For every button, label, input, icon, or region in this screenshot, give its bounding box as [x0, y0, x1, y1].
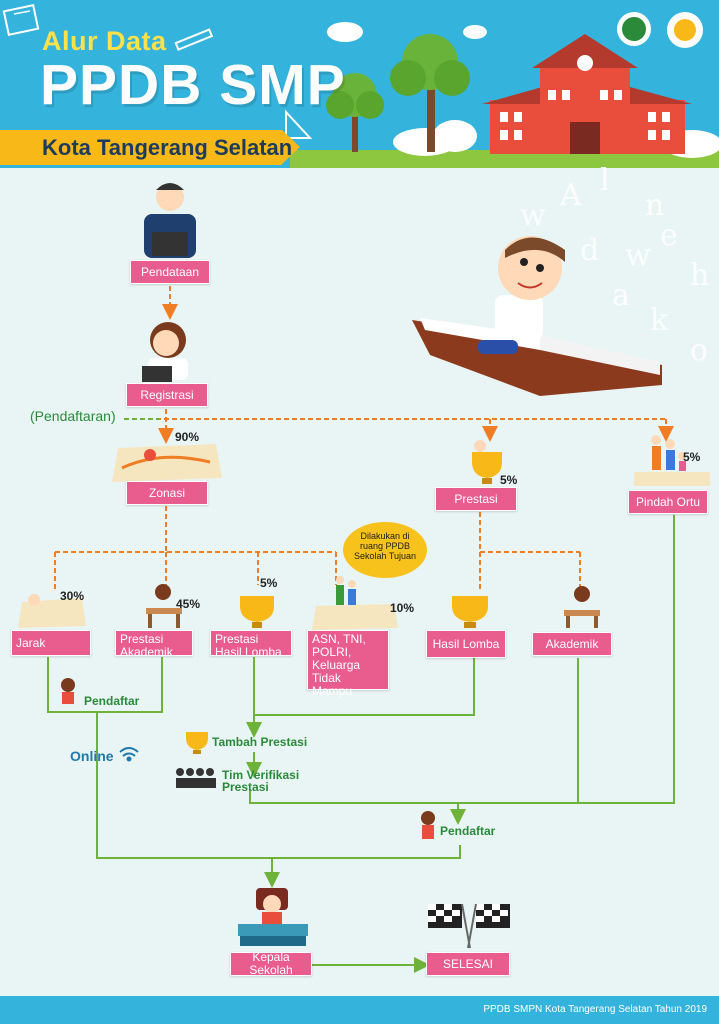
pendaftar-label-2: Pendaftar	[440, 824, 496, 838]
trophy-icon	[240, 596, 274, 628]
team-icon	[176, 768, 216, 788]
box-prestasi-hasil-lomba[interactable]: Prestasi Hasil Lomba	[210, 630, 292, 659]
map-icon	[112, 444, 222, 482]
pencil-icon	[174, 28, 214, 51]
prestasi-hasil-lomba-percent: 5%	[260, 576, 278, 590]
pindah-ortu-percent: 5%	[683, 450, 701, 464]
trophy-icon	[472, 440, 502, 484]
school-logo-icon	[667, 12, 703, 48]
box-akademik[interactable]: Akademik	[532, 632, 612, 656]
box-prestasi-akademik[interactable]: Prestasi Akademik	[115, 630, 193, 659]
trophy-icon	[452, 596, 488, 628]
box-kepala-sekolah[interactable]: Kepala Sekolah	[230, 951, 312, 977]
online-label: Online	[70, 748, 114, 764]
svg-text:w: w	[520, 198, 546, 233]
asn-percent: 10%	[390, 601, 415, 615]
prestasi-akademik-percent: 45%	[176, 597, 201, 611]
box-pendataan[interactable]: Pendataan	[130, 260, 210, 284]
checkered-flag-icon	[428, 903, 510, 949]
box-asn-tni-polri[interactable]: ASN, TNI, POLRI, Keluarga Tidak Mampu	[307, 630, 389, 698]
box-jarak[interactable]: Jarak	[11, 630, 91, 656]
title-big: PPDB SMP	[40, 53, 346, 117]
principal-desk-icon	[238, 888, 308, 946]
svg-text:k: k	[650, 303, 669, 338]
tim-verifikasi-label-2: Prestasi	[222, 780, 269, 794]
jarak-percent: 30%	[60, 589, 85, 603]
city-logo-icon	[617, 12, 651, 46]
footer-bar: PPDB SMPN Kota Tangerang Selatan Tahun 2…	[0, 996, 719, 1024]
header-banner: Alur Data PPDB SMP Kota Tangerang Selata…	[0, 0, 719, 168]
notebook-icon	[2, 3, 40, 37]
subtitle-bar	[0, 130, 300, 165]
header-illustration	[2, 3, 719, 158]
svg-text:a: a	[612, 278, 630, 313]
grass-ground	[290, 150, 719, 168]
svg-text:e: e	[660, 218, 678, 253]
trophy-icon	[186, 732, 208, 754]
box-prestasi[interactable]: Prestasi	[435, 487, 517, 511]
speech-bubble-text: Dilakukan di ruang PPDB Sekolah Tujuan	[353, 531, 417, 561]
prestasi-percent: 5%	[500, 473, 518, 487]
woman-laptop-icon	[142, 322, 188, 382]
family-map-icon	[312, 576, 398, 630]
family-icon	[634, 435, 710, 486]
box-registrasi[interactable]: Registrasi	[126, 383, 208, 407]
student-desk-icon	[146, 584, 182, 628]
boy-reading-book-illustration	[412, 236, 662, 396]
tambah-prestasi-label: Tambah Prestasi	[212, 735, 308, 749]
pendaftaran-label: (Pendaftaran)	[30, 408, 116, 424]
speech-bubble	[343, 522, 427, 578]
svg-text:o: o	[690, 333, 708, 368]
svg-text:d: d	[580, 233, 599, 268]
svg-text:w: w	[625, 238, 651, 273]
box-zonasi[interactable]: Zonasi	[126, 481, 208, 505]
student-icon	[421, 811, 435, 839]
subtitle: Kota Tangerang Selatan	[42, 135, 293, 160]
title-small: Alur Data	[42, 26, 167, 56]
student-desk-icon	[564, 586, 600, 628]
tree-icon	[326, 34, 470, 152]
map-icon	[18, 594, 86, 628]
box-hasil-lomba[interactable]: Hasil Lomba	[426, 630, 506, 658]
wifi-icon	[119, 747, 139, 762]
footer-text: PPDB SMPN Kota Tangerang Selatan Tahun 2…	[483, 1004, 707, 1015]
svg-text:h: h	[690, 258, 709, 293]
zonasi-percent: 90%	[175, 430, 200, 444]
svg-text:A: A	[559, 178, 582, 213]
person-laptop-icon	[144, 183, 196, 258]
student-icon	[61, 678, 75, 704]
tim-verifikasi-label: Tim Verifikasi	[222, 768, 300, 782]
school-building-icon	[482, 34, 692, 154]
box-pindah-ortu[interactable]: Pindah Ortu	[628, 490, 708, 514]
pendaftar-label: Pendaftar	[84, 694, 140, 708]
box-selesai[interactable]: SELESAI	[426, 952, 510, 976]
svg-text:l: l	[600, 163, 610, 198]
svg-text:n: n	[645, 188, 664, 223]
